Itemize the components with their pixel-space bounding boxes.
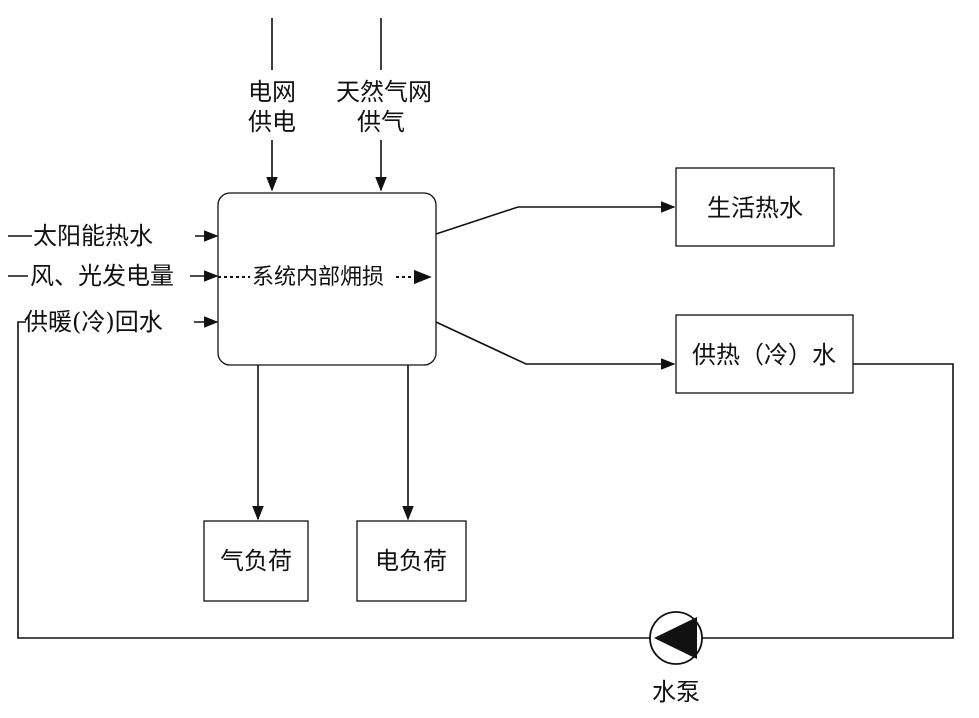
gas-load-label: 气负荷: [220, 547, 292, 575]
power-load-label: 电负荷: [375, 547, 447, 575]
hot-water-flow-line: [435, 201, 676, 235]
supply-water-label: 供热（冷）水: [692, 341, 836, 369]
solar-label: 太阳能热水: [33, 222, 153, 250]
return-loop-line: [702, 363, 954, 639]
grid-supply-label-line2: 供电: [248, 108, 296, 136]
pump-icon: [649, 611, 703, 665]
gas-supply-label-line2: 供气: [357, 108, 405, 136]
internal-loss-label: 系统内部㶲损: [252, 265, 384, 290]
gas-supply-label-line1: 天然气网: [336, 78, 432, 106]
gas-load-box: [203, 520, 309, 602]
hot-water-box: [675, 167, 835, 247]
supply-water-flow-line: [435, 321, 676, 370]
wind-pv-label: 风、光发电量: [30, 262, 174, 290]
pump-label: 水泵: [652, 678, 700, 706]
return-water-label: 供暖(冷)回水: [24, 308, 163, 336]
power-load-box: [356, 520, 467, 602]
hot-water-label: 生活热水: [707, 194, 803, 222]
return-loop-line-left: [17, 321, 650, 639]
supply-water-box: [675, 314, 854, 394]
grid-supply-label-line1: 电网: [248, 78, 296, 106]
